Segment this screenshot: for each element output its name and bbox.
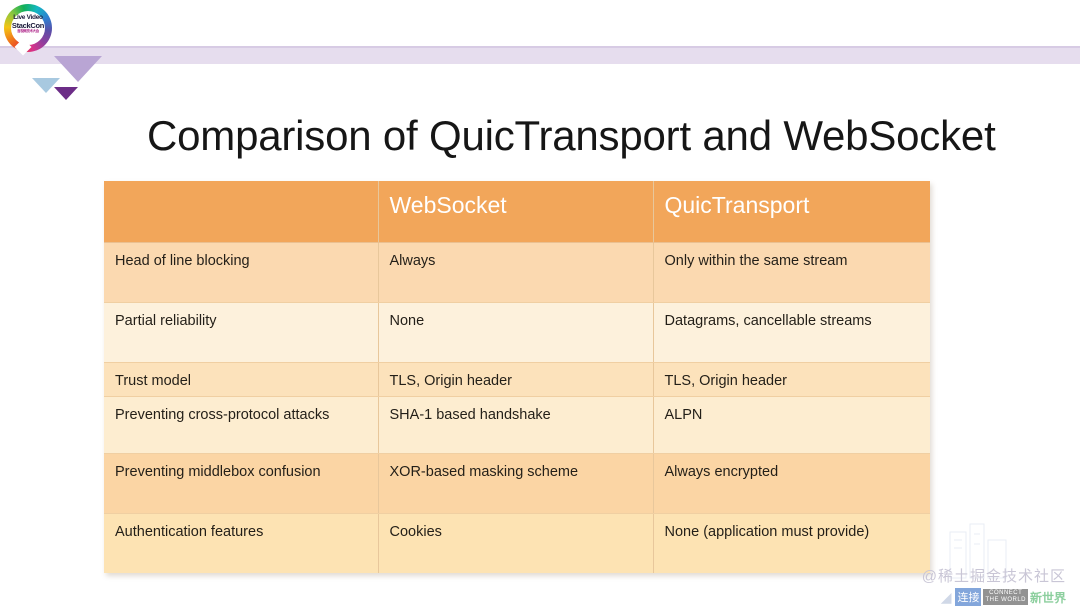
livevideostackcon-logo: Live Video StackCon 音视频技术大会: [4, 4, 52, 56]
cell-quictransport: Datagrams, cancellable streams: [653, 302, 930, 363]
cell-websocket: SHA-1 based handshake: [378, 396, 654, 454]
cell-websocket: None: [378, 302, 654, 363]
table-row: Trust model TLS, Origin header TLS, Orig…: [104, 362, 930, 397]
comparison-table: WebSocket QuicTransport Head of line blo…: [104, 181, 930, 573]
watermark-logo-green: 新世界: [1029, 590, 1066, 605]
header-band: [0, 46, 1080, 64]
cell-websocket: XOR-based masking scheme: [378, 453, 654, 514]
swoosh-icon: ◢: [940, 588, 952, 605]
logo-line-2: StackCon: [11, 20, 45, 30]
table-row: Authentication features Cookies None (ap…: [104, 513, 930, 573]
table-row: Head of line blocking Always Only within…: [104, 242, 930, 303]
table-body: Head of line blocking Always Only within…: [104, 242, 930, 573]
cell-quictransport: TLS, Origin header: [653, 362, 930, 397]
table-header: WebSocket QuicTransport: [104, 181, 930, 243]
table-row: Partial reliability None Datagrams, canc…: [104, 302, 930, 363]
watermark-logo-connect: CONNECT THE WORLD: [983, 589, 1028, 605]
table-header-websocket: WebSocket: [378, 181, 654, 243]
slide-title: Comparison of QuicTransport and WebSocke…: [147, 112, 996, 160]
cell-feature: Partial reliability: [104, 302, 379, 363]
logo-line-3: 音视频技术大会: [17, 29, 39, 33]
cell-websocket: Cookies: [378, 513, 654, 573]
table-header-feature: [104, 181, 379, 243]
cell-quictransport: Always encrypted: [653, 453, 930, 514]
comparison-table-wrapper: WebSocket QuicTransport Head of line blo…: [104, 181, 930, 573]
watermark-handle: @稀土掘金技术社区: [921, 568, 1066, 585]
cell-quictransport: Only within the same stream: [653, 242, 930, 303]
cell-quictransport: ALPN: [653, 396, 930, 454]
cell-feature: Head of line blocking: [104, 242, 379, 303]
cell-feature: Preventing middlebox confusion: [104, 453, 379, 514]
logo-inner-circle: [11, 11, 45, 45]
triangle-large-icon: [54, 56, 102, 82]
cell-websocket: Always: [378, 242, 654, 303]
watermark-connect-top: CONNECT: [989, 590, 1023, 597]
cell-feature: Trust model: [104, 362, 379, 397]
cell-feature: Preventing cross-protocol attacks: [104, 396, 379, 454]
triangle-blue-icon: [32, 78, 60, 93]
table-header-quictransport: QuicTransport: [653, 181, 930, 243]
logo-line-1: Live Video: [13, 14, 43, 21]
table-row: Preventing cross-protocol attacks SHA-1 …: [104, 396, 930, 454]
table-header-row: WebSocket QuicTransport: [104, 181, 930, 243]
table-row: Preventing middlebox confusion XOR-based…: [104, 453, 930, 514]
cell-quictransport: None (application must provide): [653, 513, 930, 573]
watermark-logo: ◢ 连接 CONNECT THE WORLD 新世界: [941, 587, 1066, 607]
watermark-connect-bottom: THE WORLD: [985, 597, 1026, 603]
cell-feature: Authentication features: [104, 513, 379, 573]
watermark-logo-blue: 连接: [955, 588, 982, 606]
triangle-purple-icon: [54, 87, 78, 100]
ghost-building-icon: [949, 523, 1007, 579]
cell-websocket: TLS, Origin header: [378, 362, 654, 397]
logo-wordmark: Live Video StackCon 音视频技术大会: [11, 14, 45, 33]
